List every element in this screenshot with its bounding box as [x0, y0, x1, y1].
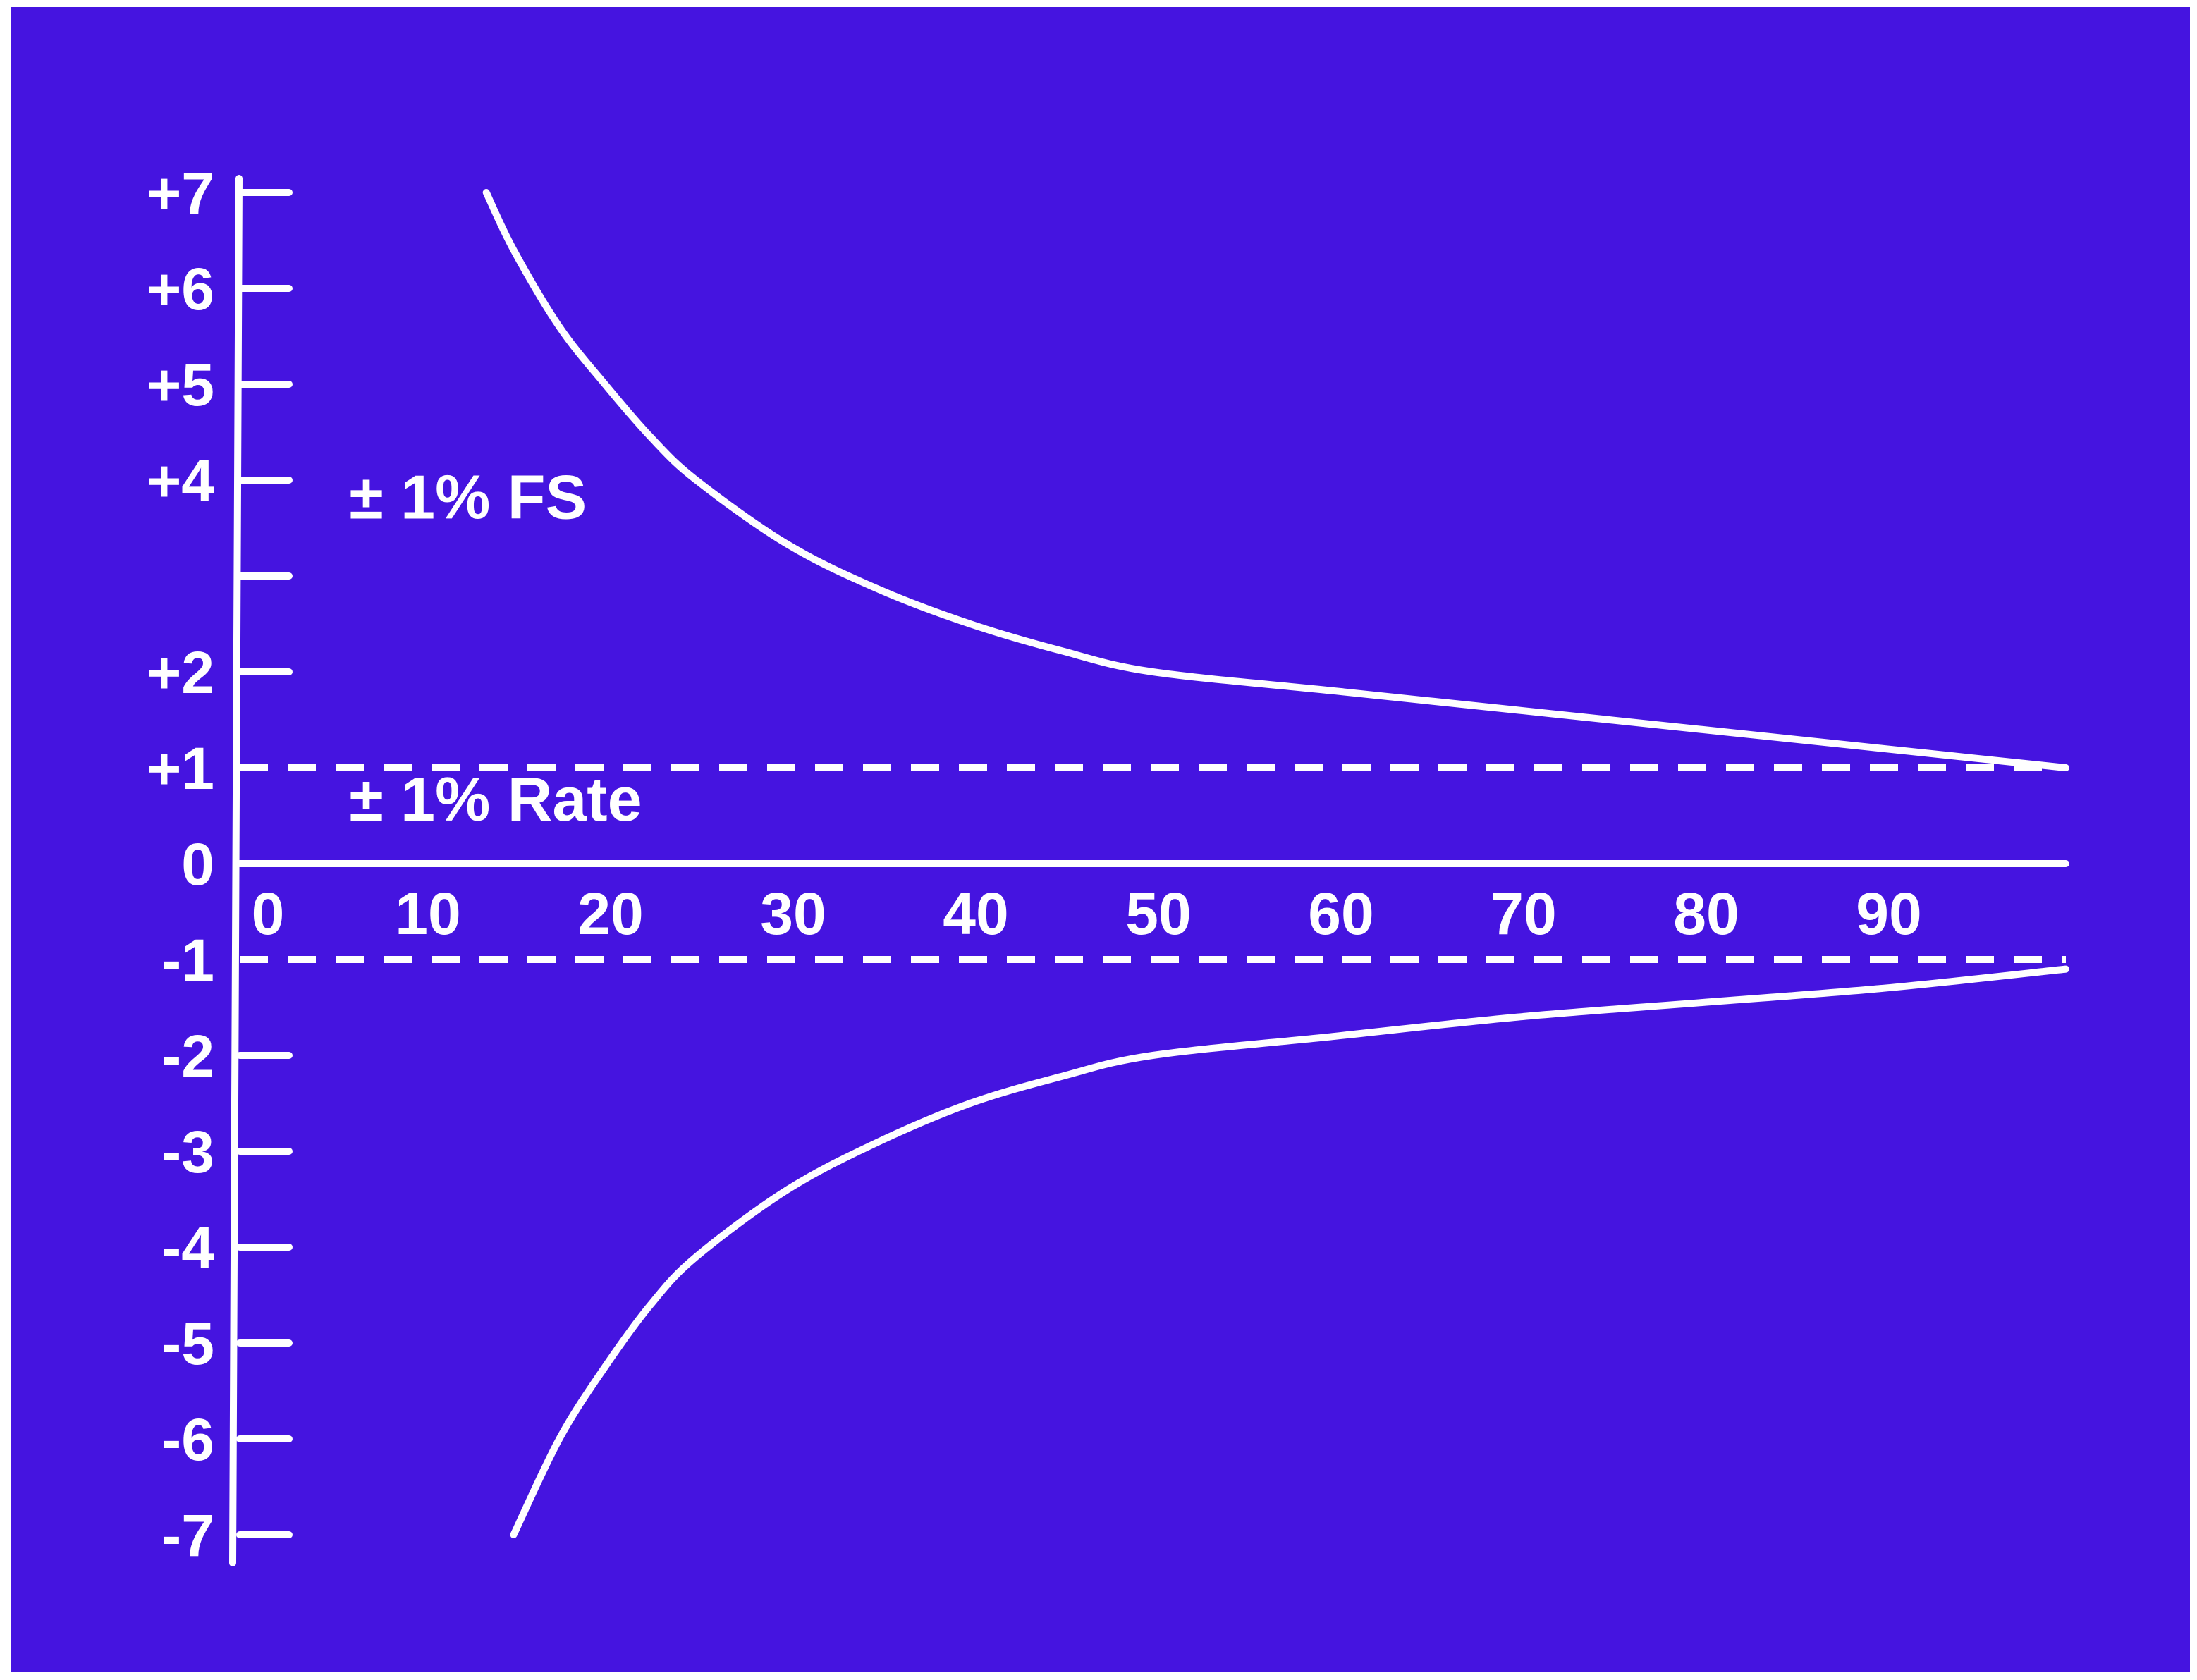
y-tick-label: -2 — [161, 1023, 214, 1089]
x-tick-label: 90 — [1856, 881, 1921, 947]
y-tick-label: +4 — [147, 448, 214, 514]
y-tick-label: +5 — [147, 352, 214, 418]
y-tick-label: -4 — [161, 1215, 214, 1281]
chart-panel — [11, 7, 2190, 1672]
x-tick-label: 80 — [1673, 881, 1739, 947]
y-tick-label: +1 — [147, 735, 214, 802]
y-tick-label: +2 — [147, 639, 214, 706]
y-tick-label: -1 — [161, 927, 214, 993]
series-fs-upper — [482, 189, 2069, 771]
x-tick-label: 60 — [1308, 881, 1373, 947]
y-tick-label: 0 — [181, 831, 214, 897]
y-tick-label: -3 — [161, 1119, 214, 1185]
y-tick-label: -6 — [161, 1406, 214, 1473]
y-tick-label: +6 — [147, 256, 214, 322]
x-tick-label: 50 — [1125, 881, 1191, 947]
y-tick-label: +7 — [147, 160, 214, 226]
x-tick-label: 40 — [943, 881, 1008, 947]
x-tick-label: 70 — [1491, 881, 1556, 947]
annotation-label: ± 1% FS — [349, 462, 587, 532]
annotation-label: ± 1% Rate — [349, 764, 642, 834]
x-tick-label: 0 — [252, 881, 285, 947]
y-tick-label: -5 — [161, 1311, 214, 1377]
x-tick-label: 10 — [395, 881, 460, 947]
x-tick-label: 20 — [577, 881, 643, 947]
y-tick-label: -7 — [161, 1502, 214, 1569]
x-tick-label: 30 — [760, 881, 826, 947]
y-axis-line — [229, 175, 243, 1566]
series-fs-lower — [510, 965, 2069, 1538]
